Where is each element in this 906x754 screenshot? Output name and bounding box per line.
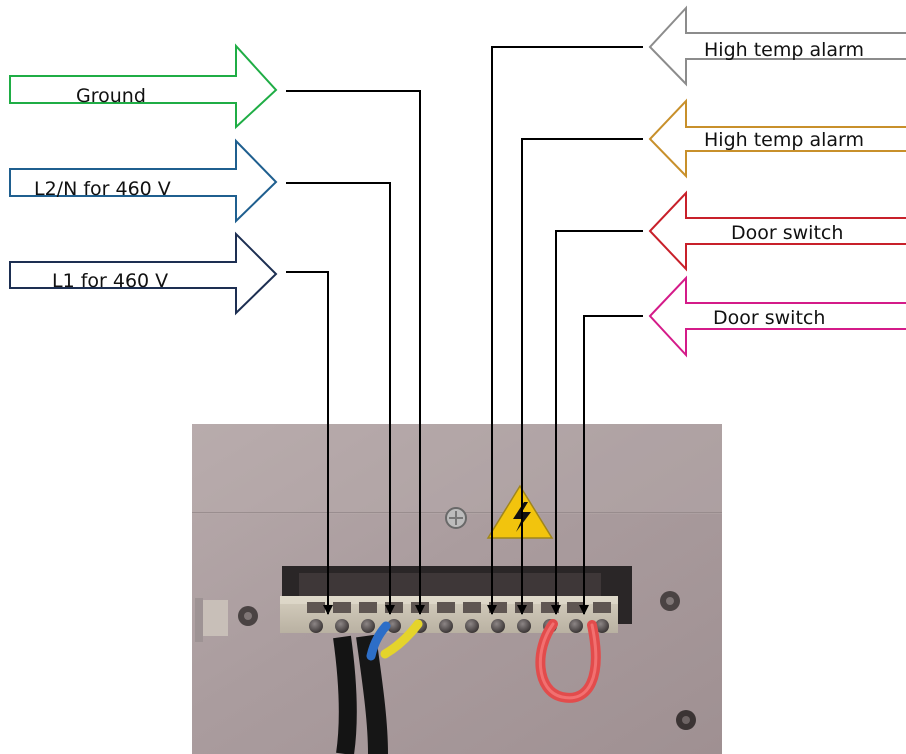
mounting-hole-center [244, 612, 252, 620]
door-switch-arrow-1 [648, 190, 906, 272]
l2n-arrow [9, 138, 278, 224]
terminal-screw [491, 619, 505, 633]
l2n-leader-line [286, 182, 395, 615]
high-temp-alarm-callout-2: High temp alarm [648, 98, 906, 179]
ground-label: Ground [76, 85, 146, 107]
terminal-slot [489, 602, 507, 613]
side-plate [202, 600, 228, 636]
terminal-slot [463, 602, 481, 613]
terminal-slot [333, 602, 351, 613]
black-cable [356, 634, 388, 754]
l1-callout: L1 for 460 V [9, 231, 278, 316]
high-temp-alarm-arrow-1 [648, 5, 906, 87]
high-temp-alarm-leader-line-1 [487, 46, 643, 615]
mounting-hole-center [682, 716, 690, 724]
terminal-screw [517, 619, 531, 633]
terminal-screw [595, 619, 609, 633]
cable-bundle [333, 619, 423, 754]
door-switch-callout-2: Door switch [648, 275, 906, 358]
terminal-slot [593, 602, 611, 613]
terminal-screw [335, 619, 349, 633]
high-temp-alarm-leader-line-2 [517, 138, 643, 615]
door-switch-label-1: Door switch [731, 222, 843, 244]
high-temp-alarm-arrow-2 [648, 98, 906, 179]
terminal-screw [361, 619, 375, 633]
terminal-slot [385, 602, 403, 613]
mounting-holes [238, 591, 696, 730]
l1-leader-line [286, 271, 333, 615]
terminal-slot [567, 602, 585, 613]
terminal-block-photo [192, 424, 722, 754]
l1-label: L1 for 460 V [52, 270, 168, 292]
side-plate-edge [195, 598, 203, 642]
l1-arrow [9, 231, 278, 316]
terminal-slot [515, 602, 533, 613]
red-jumper-loop [535, 619, 601, 703]
black-cable [333, 635, 357, 754]
terminal-slot [307, 602, 325, 613]
terminal-screws [309, 619, 609, 633]
high-temp-alarm-callout-1: High temp alarm [648, 5, 906, 87]
terminal-screw [465, 619, 479, 633]
panel-highlight [192, 424, 722, 514]
door-switch-callout-1: Door switch [648, 190, 906, 272]
terminal-strip-highlight [280, 596, 618, 604]
leader-lines [286, 46, 643, 615]
l2n-label: L2/N for 460 V [34, 178, 171, 200]
terminal-screw [569, 619, 583, 633]
terminal-slot [359, 602, 377, 613]
ground-screw [445, 507, 467, 529]
mounting-hole-center [666, 597, 674, 605]
door-switch-leader-line-1 [551, 230, 643, 615]
red-jumper-highlight [538, 622, 598, 700]
door-switch-leader-line-2 [579, 315, 643, 615]
yellow-wire [380, 619, 423, 659]
ground-arrow [9, 43, 278, 130]
high-temp-alarm-label-2: High temp alarm [704, 129, 864, 151]
terminal-slot [437, 602, 455, 613]
high-temp-alarm-label-1: High temp alarm [704, 39, 864, 61]
l2n-callout: L2/N for 460 V [9, 138, 278, 224]
ground-screw-slot [449, 511, 463, 525]
blue-wire [366, 621, 391, 661]
terminal-screw [439, 619, 453, 633]
terminal-slot [541, 602, 559, 613]
ground-callout: Ground [9, 43, 278, 130]
door-switch-arrow-2 [648, 275, 906, 358]
door-switch-label-2: Door switch [713, 307, 825, 329]
ground-leader-line [286, 90, 425, 615]
terminal-screw [309, 619, 323, 633]
terminal-screw [387, 619, 401, 633]
